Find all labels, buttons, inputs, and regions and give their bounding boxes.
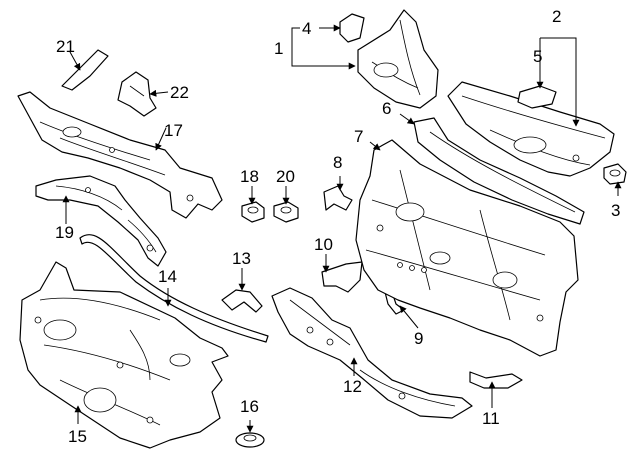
callout-3: 3	[611, 201, 620, 220]
callout-16: 16	[240, 397, 259, 416]
callout-15: 15	[68, 427, 87, 446]
callout-14: 14	[158, 267, 177, 286]
part-18-nut	[241, 201, 265, 223]
part-10-bracket	[321, 261, 363, 293]
callout-22: 22	[170, 83, 189, 102]
callout-9: 9	[414, 329, 423, 348]
part-3-nut	[603, 163, 627, 185]
callout-4: 4	[302, 19, 311, 38]
callout-20: 20	[276, 167, 295, 186]
callout-13: 13	[232, 249, 251, 268]
callout-19: 19	[55, 223, 74, 242]
leader-lines	[62, 24, 622, 433]
part-5-cap	[517, 85, 557, 109]
callout-8: 8	[333, 153, 342, 172]
part-12-reinforcement	[271, 287, 473, 419]
part-20-nut	[273, 201, 299, 223]
part-22-bracket	[117, 71, 157, 117]
part-16-grommet	[235, 432, 265, 448]
part-14-seal-strip	[79, 234, 269, 343]
callout-11: 11	[482, 409, 500, 428]
part-15-dash-insulator	[19, 261, 229, 449]
callout-17: 17	[164, 121, 183, 140]
callout-1: 1	[274, 39, 283, 58]
callout-12: 12	[343, 377, 362, 396]
callout-6: 6	[382, 99, 391, 118]
part-1-cowl-shell	[357, 9, 439, 109]
callout-10: 10	[314, 235, 333, 254]
callout-18: 18	[240, 167, 259, 186]
part-8-bracket	[323, 185, 353, 211]
part-7-cowl-panel	[355, 139, 579, 357]
callout-labels: 1 2 3 4 5 6 7 8 9 10 11 12 13 14 15 16 1…	[55, 7, 620, 446]
callout-7: 7	[354, 127, 363, 146]
callout-21: 21	[56, 37, 75, 56]
part-11-bracket	[469, 371, 523, 389]
part-17-cross-member	[17, 91, 223, 219]
part-21-insulator	[61, 49, 109, 91]
part-19-bracket	[35, 175, 167, 267]
part-6-reinforcement	[413, 117, 585, 225]
part-13-bracket	[221, 289, 263, 313]
callout-2: 2	[552, 7, 561, 26]
callout-5: 5	[533, 47, 542, 66]
part-4-cap	[339, 13, 365, 43]
